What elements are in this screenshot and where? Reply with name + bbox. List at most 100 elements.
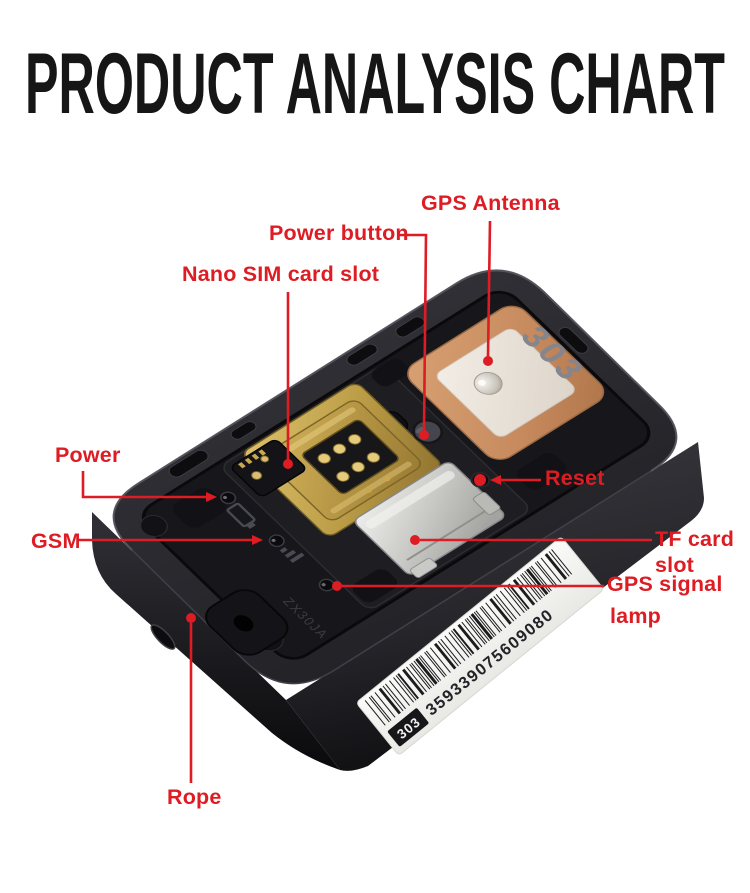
gps-antenna-marker-dot [483, 356, 493, 366]
power-leader-line [81, 471, 206, 499]
barcode-bar [389, 680, 410, 706]
callout-reset: Reset [545, 466, 605, 490]
barcode-bar [420, 655, 442, 681]
barcode-bar [385, 683, 406, 710]
barcode-bar [489, 598, 512, 625]
callout-tf-card-line1: TF card [655, 527, 735, 551]
barcode-bar [368, 696, 390, 723]
device-interior: ZX30JA [140, 290, 651, 660]
barcode-bar [516, 576, 538, 603]
barcode-bar [534, 562, 556, 588]
callout-nano-sim-card-slot: Nano SIM card slot [182, 262, 380, 286]
barcode-bar [485, 602, 507, 628]
callout-gsm: GSM [31, 529, 81, 553]
barcode-bar [452, 628, 475, 655]
barcode-bar [461, 621, 483, 648]
nano-sim-marker-dot [283, 459, 293, 469]
barcode-bar [424, 651, 446, 678]
barcode-bar [536, 560, 558, 587]
barcode-bar [525, 568, 549, 596]
gps-led [318, 578, 335, 592]
power-button-leader-line [397, 233, 428, 432]
device-left-face [92, 512, 340, 770]
sim-contact-pins [317, 434, 381, 482]
barcode-bar [440, 638, 462, 665]
screw-pocket [140, 515, 168, 537]
barcode-bar [370, 695, 392, 721]
nano-sim-clip [231, 439, 306, 497]
barcode-bar [466, 617, 488, 644]
barcode-bar [508, 583, 530, 610]
barcode-prefix-box [387, 708, 429, 747]
power-arrowhead [206, 492, 217, 502]
barcode-bar [506, 585, 528, 611]
barcode-bar [450, 630, 472, 656]
barcode-bar [495, 593, 517, 620]
barcode-bar [444, 635, 466, 662]
callout-power-button: Power button [269, 221, 409, 245]
signal-bars-icon [279, 547, 305, 563]
callout-tf-card-line2: slot [655, 553, 695, 577]
barcode-bar [475, 610, 497, 636]
barcode-bar [548, 551, 570, 577]
barcode-bar [395, 675, 417, 701]
status-leds [220, 491, 335, 592]
barcode-bar [540, 557, 562, 584]
callout-gps-signal: GPS signal [607, 572, 723, 596]
barcode-bar [413, 660, 435, 687]
power-button-marker-dot [419, 430, 429, 440]
usb-port [150, 624, 176, 650]
battery-icon [226, 502, 256, 529]
barcode-bar [479, 607, 501, 633]
barcode-bar [382, 685, 404, 712]
barcode-bar [418, 656, 440, 683]
reset-arrowhead [490, 475, 501, 485]
annotations [77, 220, 652, 783]
device-top-edge-highlight [112, 269, 678, 551]
gps-antenna-module: 303 [407, 305, 605, 460]
barcode-bar [411, 662, 432, 689]
barcode-bar [393, 677, 415, 703]
page-title: PRODUCT ANALYSIS CHART [25, 36, 725, 132]
barcode-bar [378, 687, 401, 715]
power-led [220, 491, 237, 505]
barcode-bar [409, 664, 431, 690]
barcode-bar [551, 549, 573, 575]
rope-marker-dot [186, 613, 196, 623]
tf-card-slot-cover [354, 462, 505, 578]
barcode-bar [425, 650, 447, 677]
barcode-bar [429, 647, 451, 673]
barcode-bar [406, 666, 427, 693]
barcode-bar [364, 700, 386, 726]
sim-contact-window [302, 419, 399, 494]
gps-antenna-leader-line [486, 220, 492, 358]
callout-gps-signal-lamp: lamp [610, 604, 661, 628]
barcode-bar [448, 632, 470, 658]
callout-tf-card-slot: TF card slot [655, 526, 734, 578]
barcode-bar [481, 605, 503, 632]
barcode-bar [374, 692, 396, 718]
gsm-led [268, 534, 285, 548]
rope-hole [205, 589, 289, 656]
barcode-bar [499, 590, 521, 617]
gps-signal-marker-dot [332, 581, 342, 591]
barcode-bar [457, 623, 480, 651]
barcode-bar [470, 613, 493, 640]
barcode-bar [468, 615, 490, 642]
rim-vents [168, 316, 589, 478]
barcode-bar [402, 668, 425, 696]
reset-marker-dot [474, 474, 486, 486]
barcode-bar [503, 587, 525, 613]
barcode-bars [364, 549, 573, 726]
barcode-bar [530, 565, 552, 592]
callout-gps-antenna: GPS Antenna [421, 191, 560, 215]
barcode-bar [524, 570, 546, 597]
barcode-bar [464, 619, 486, 645]
barcode-bar [437, 640, 459, 667]
barcode-bar [415, 658, 438, 685]
barcode-bar [473, 611, 495, 638]
gsm-arrowhead [252, 535, 263, 545]
tf-card-marker-dot [410, 535, 420, 545]
